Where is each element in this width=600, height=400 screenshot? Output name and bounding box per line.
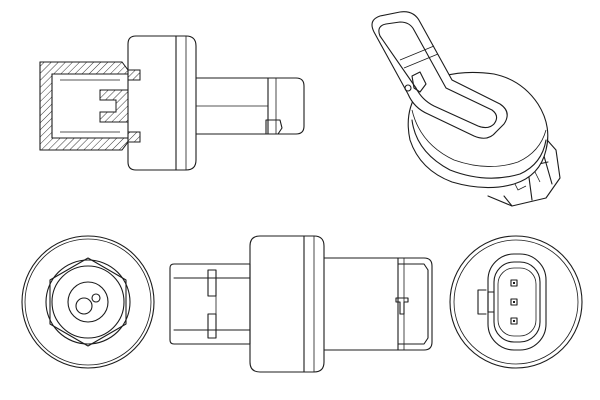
isometric-view — [371, 11, 561, 207]
thread-end-view — [21, 235, 155, 369]
sectioned-fitting — [39, 61, 141, 151]
connector-housing — [195, 77, 305, 135]
side-body — [249, 235, 325, 373]
section-side-view — [39, 35, 305, 171]
iso-connector — [371, 11, 508, 139]
switch-body — [127, 35, 197, 171]
side-connector — [323, 257, 433, 351]
connector-end-view — [449, 235, 583, 369]
side-view — [169, 235, 433, 373]
side-hex-fitting — [169, 263, 251, 345]
